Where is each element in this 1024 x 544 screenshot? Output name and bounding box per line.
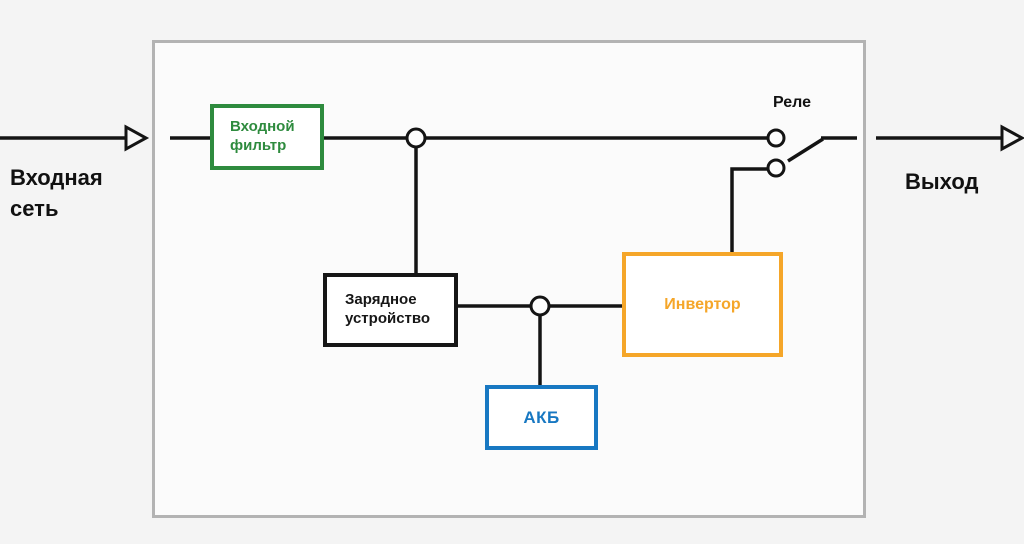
relay-contact-top [766, 128, 786, 148]
charger-block: Зарядное устройство [323, 273, 458, 347]
inverter-label: Инвертор [664, 295, 741, 313]
output-label: Выход [905, 169, 979, 194]
input-arrowhead-icon [124, 124, 150, 152]
battery-label: АКБ [523, 407, 560, 427]
input-filter-block: Входной фильтр [210, 104, 324, 170]
output-arrowhead-icon [1000, 124, 1024, 152]
charger-label: Зарядное устройство [345, 291, 431, 327]
relay-contact-bottom [766, 158, 786, 178]
bus-junction-node [405, 127, 427, 149]
inverter-block: Инвертор [622, 252, 783, 357]
input-filter-label: Входной фильтр [230, 118, 295, 154]
relay-blade [787, 137, 824, 163]
input-network-label: Входная сеть [10, 165, 103, 221]
battery-block: АКБ [485, 385, 598, 450]
battery-junction-node [529, 295, 551, 317]
inverter-relay-wire [730, 167, 768, 252]
relay-label: Реле [772, 94, 812, 111]
